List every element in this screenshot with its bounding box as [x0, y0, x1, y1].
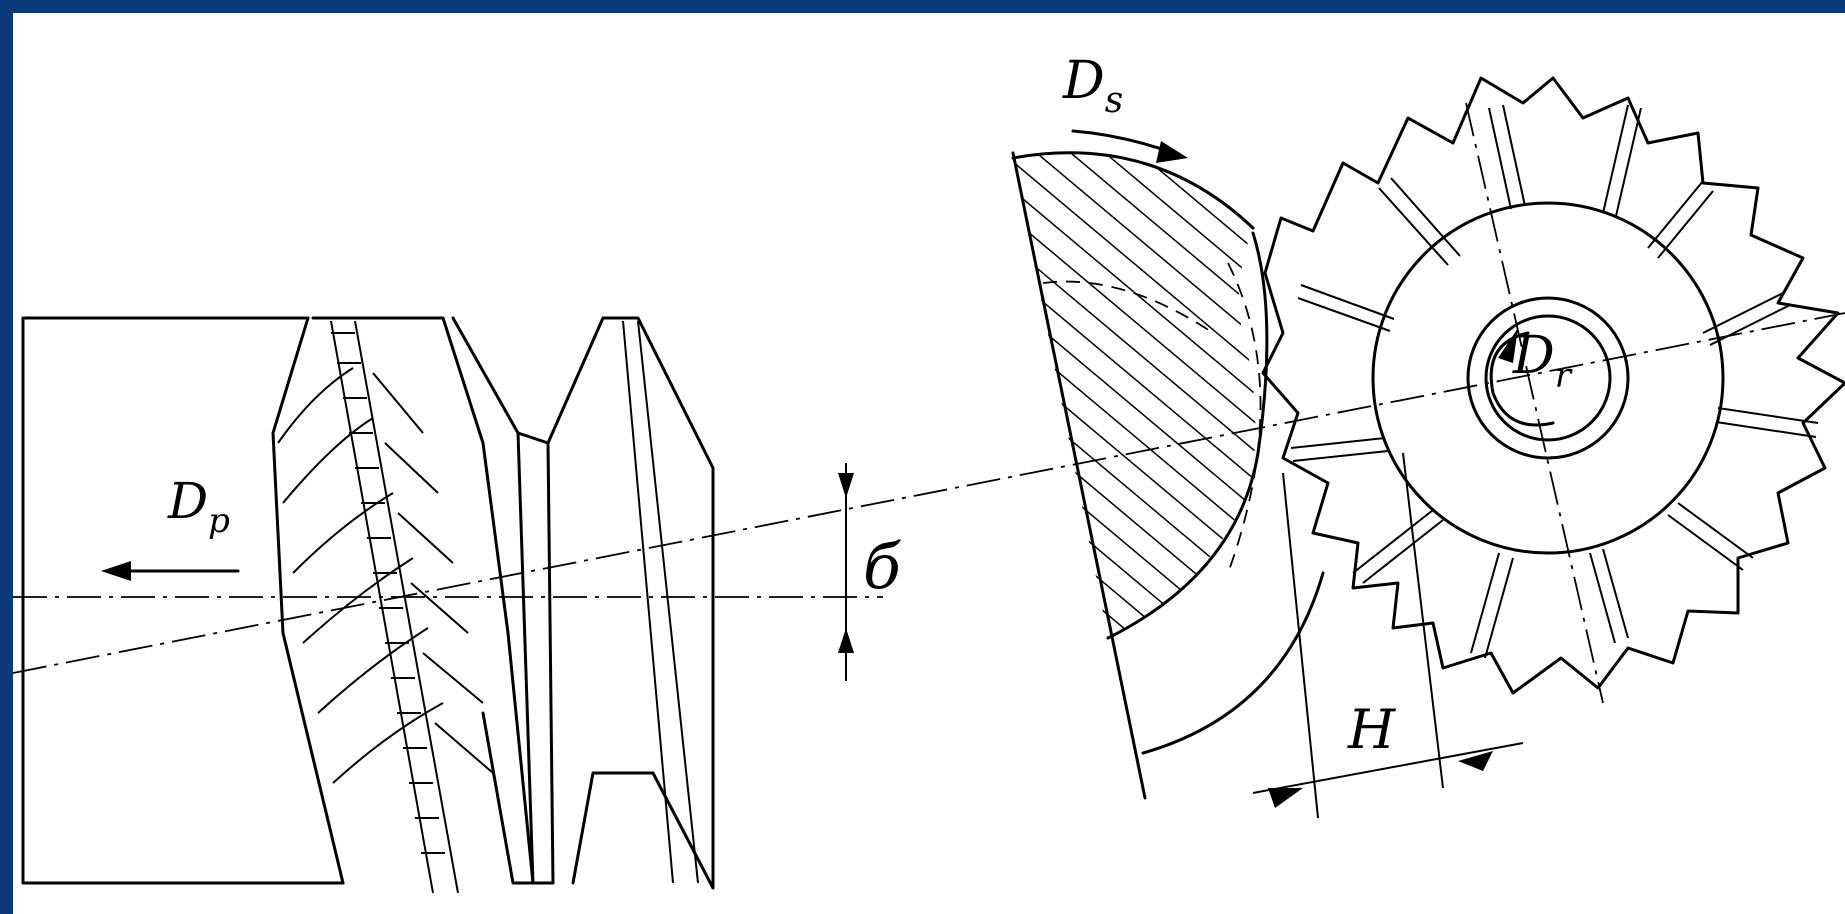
workpiece-section: [1011, 151, 1325, 800]
angle-marker: [838, 463, 854, 681]
label-angle: б: [863, 530, 902, 603]
workpiece: [21, 316, 715, 894]
cutter-axis: [13, 312, 1845, 674]
label-dp: Dp: [167, 472, 230, 541]
cutter-feed-arrow: [1071, 129, 1188, 163]
label-h: H: [1347, 698, 1396, 761]
label-ds: Ds: [1062, 51, 1123, 121]
milling-cutter: [1261, 76, 1845, 695]
cutter-vertical-axis: [1465, 102, 1604, 704]
diagram-frame: Dp б Ds: [13, 13, 1845, 914]
width-dimension: [1252, 452, 1524, 819]
milling-diagram: Dp б Ds: [13, 51, 1845, 894]
label-dr: Dr: [1512, 326, 1573, 396]
workpiece-feed-arrow: [101, 561, 240, 581]
cutter-rotation-arrow: [1489, 328, 1555, 427]
